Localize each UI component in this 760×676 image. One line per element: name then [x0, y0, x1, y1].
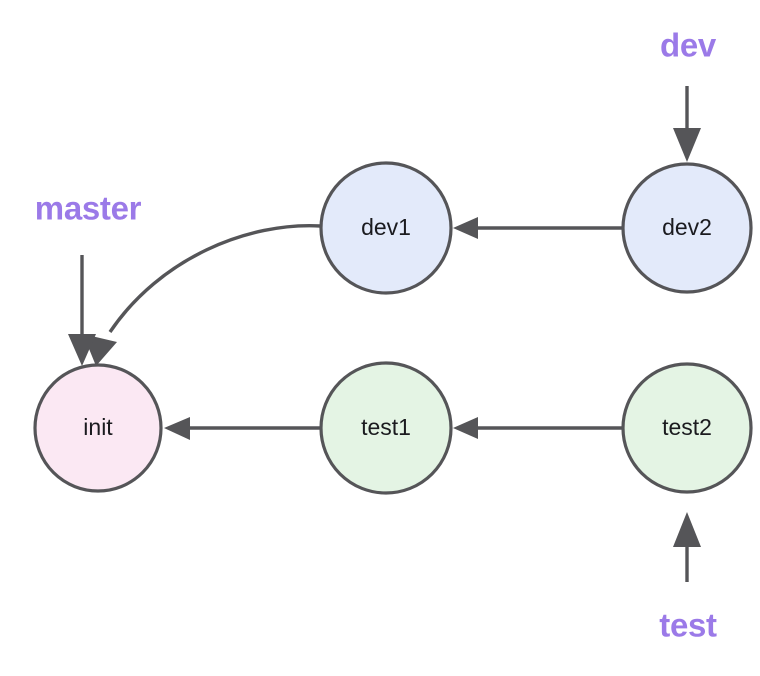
arrowhead-dev2-to-dev1: [453, 217, 478, 239]
node-dev1-circle[interactable]: [319, 161, 453, 295]
branch-label-dev: dev: [660, 27, 717, 64]
node-init-circle[interactable]: [33, 363, 163, 493]
branch-pointer-dev: [673, 86, 701, 162]
edges-layer: [83, 217, 622, 440]
arrowhead-dev: [673, 128, 701, 162]
node-test2-circle[interactable]: [621, 362, 753, 494]
arrowhead-master: [68, 334, 96, 366]
branch-pointer-master: [68, 255, 96, 366]
node-init[interactable]: init: [33, 363, 163, 493]
edge-dev2-to-dev1: [453, 217, 622, 239]
branch-pointer-test: [673, 512, 701, 582]
node-test1[interactable]: test1: [319, 361, 453, 495]
node-dev2-circle[interactable]: [621, 162, 753, 294]
node-dev1-label: dev1: [361, 214, 411, 240]
node-dev2-label: dev2: [662, 214, 712, 240]
node-dev1[interactable]: dev1: [319, 161, 453, 295]
edge-test2-to-test1: [453, 417, 622, 439]
arrowhead-test2-to-test1: [453, 417, 478, 439]
node-test2[interactable]: test2: [621, 362, 753, 494]
branch-pointers-layer: [68, 86, 701, 582]
node-init-label: init: [83, 414, 113, 440]
edge-dev1-to-init-path: [108, 224, 321, 333]
branch-label-test: test: [659, 607, 717, 644]
node-dev2[interactable]: dev2: [621, 162, 753, 294]
node-test1-label: test1: [361, 414, 411, 440]
nodes-layer: init dev1 dev2 test1 test2: [33, 161, 753, 495]
arrowhead-test1-to-init: [164, 417, 190, 440]
branch-label-master: master: [35, 190, 142, 227]
node-test1-circle[interactable]: [319, 361, 453, 495]
node-test2-label: test2: [662, 414, 712, 440]
edge-dev1-to-init: [83, 224, 321, 366]
edge-test1-to-init: [164, 417, 320, 440]
arrowhead-test: [673, 512, 701, 547]
branch-labels-layer: master dev test: [35, 27, 718, 644]
